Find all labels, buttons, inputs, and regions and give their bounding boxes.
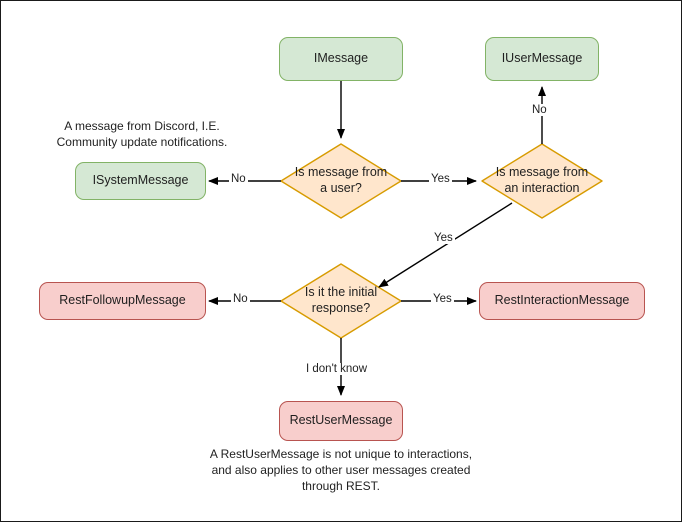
node-restfollowupmessage-label: RestFollowupMessage bbox=[59, 293, 186, 308]
caption-system-message-note: A message from Discord, I.E. Community u… bbox=[49, 119, 235, 151]
edge-label-text: No bbox=[231, 173, 246, 185]
node-question-is-it-initial-response[interactable]: Is it the initial response? bbox=[287, 281, 395, 321]
question-initial-line1: Is it the initial bbox=[304, 285, 378, 300]
node-question-is-message-from-user[interactable]: Is message from a user? bbox=[284, 161, 398, 201]
edge-label-yes-interaction: Yes bbox=[429, 173, 452, 185]
node-isystemmessage-label: ISystemMessage bbox=[92, 173, 189, 188]
caption-system-line2: Community update notifications. bbox=[56, 134, 228, 149]
node-restinteractionmessage-label: RestInteractionMessage bbox=[494, 293, 630, 308]
edge-label-text: Yes bbox=[434, 232, 453, 244]
node-restusermessage[interactable]: RestUserMessage bbox=[279, 401, 403, 441]
node-imessage[interactable]: IMessage bbox=[279, 37, 403, 81]
node-iusermessage[interactable]: IUserMessage bbox=[485, 37, 599, 81]
edge-label-yes-initial-response: Yes bbox=[432, 232, 455, 244]
node-restusermessage-label: RestUserMessage bbox=[289, 413, 393, 428]
node-question-is-message-from-interaction-label: Is message from an interaction bbox=[496, 165, 588, 196]
node-iusermessage-label: IUserMessage bbox=[501, 51, 583, 66]
edge-label-text: Yes bbox=[431, 173, 450, 185]
caption-rest-user-message-note: A RestUserMessage is not unique to inter… bbox=[191, 447, 491, 495]
edge-label-no-isystemmessage: No bbox=[229, 173, 248, 185]
node-question-is-it-initial-response-label: Is it the initial response? bbox=[305, 285, 377, 316]
edge-label-yes-restinteractionmessage: Yes bbox=[431, 293, 454, 305]
node-restfollowupmessage[interactable]: RestFollowupMessage bbox=[39, 282, 206, 320]
edge-label-text: I don't know bbox=[306, 363, 368, 375]
node-imessage-label: IMessage bbox=[313, 51, 369, 66]
question-user-line1: Is message from bbox=[294, 165, 388, 180]
edge-label-text: No bbox=[532, 104, 547, 116]
caption-rest-line3: through REST. bbox=[301, 478, 381, 493]
edge-label-text: Yes bbox=[433, 293, 452, 305]
node-question-is-message-from-interaction[interactable]: Is message from an interaction bbox=[485, 161, 599, 201]
node-question-is-message-from-user-label: Is message from a user? bbox=[295, 165, 387, 196]
edge-label-no-iusermessage: No bbox=[530, 104, 549, 116]
diamond-shape-is-message-from-user[interactable] bbox=[280, 143, 402, 219]
question-initial-line2: response? bbox=[311, 301, 371, 315]
edge-label-text: No bbox=[233, 293, 248, 305]
caption-system-line1: A message from Discord, I.E. bbox=[64, 119, 220, 133]
question-user-line2: a user? bbox=[320, 181, 362, 195]
node-restinteractionmessage[interactable]: RestInteractionMessage bbox=[479, 282, 645, 320]
edge-label-i-dont-know-restusermessage: I don't know bbox=[304, 363, 370, 375]
caption-rest-line2: and also applies to other user messages … bbox=[211, 462, 471, 477]
diamond-shape-is-message-from-interaction[interactable] bbox=[481, 143, 603, 219]
caption-rest-line1: A RestUserMessage is not unique to inter… bbox=[209, 447, 473, 461]
edge-label-no-restfollowupmessage: No bbox=[231, 293, 250, 305]
edge-question-interaction-to-question-initial bbox=[378, 202, 513, 288]
question-interaction-line1: Is message from bbox=[495, 165, 589, 180]
node-isystemmessage[interactable]: ISystemMessage bbox=[75, 162, 206, 200]
question-interaction-line2: an interaction bbox=[504, 181, 580, 195]
